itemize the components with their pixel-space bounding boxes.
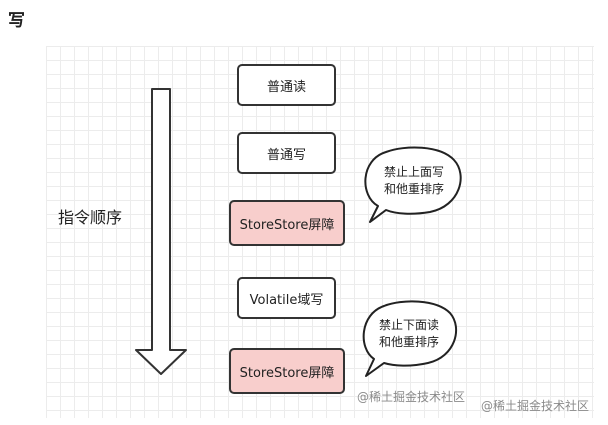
normal-read-box: 普通读 (237, 64, 336, 106)
storestore-barrier-label-1: StoreStore屏障 (239, 217, 335, 233)
instruction-order-label: 指令顺序 (58, 208, 123, 227)
speech-bubble-2 (362, 300, 458, 377)
speech-bubble-1 (364, 146, 462, 223)
bubble-2-line-2: 和他重排序 (378, 335, 439, 349)
normal-write-box: 普通写 (237, 132, 336, 174)
bubble-1-text: 禁止上面写 和他重排序 (378, 164, 450, 198)
volatile-write-label: Volatile域写 (249, 292, 324, 308)
watermark-2: @稀土掘金技术社区 (481, 399, 590, 413)
normal-read-label: 普通读 (266, 79, 306, 95)
storestore-barrier-label-2: StoreStore屏障 (239, 365, 335, 381)
bubble-1-line-2: 和他重排序 (383, 182, 444, 196)
volatile-write-box: Volatile域写 (237, 277, 336, 319)
instruction-order-arrow (135, 88, 187, 375)
normal-write-label: 普通写 (266, 147, 306, 163)
bubble-1-line-1: 禁止上面写 (383, 165, 444, 179)
bubble-2-text: 禁止下面读 和他重排序 (373, 317, 445, 351)
section-heading: 写 (8, 11, 25, 31)
storestore-barrier-box-1: StoreStore屏障 (229, 200, 345, 246)
watermark-1: @稀土掘金技术社区 (357, 390, 466, 404)
bubble-2-line-1: 禁止下面读 (378, 318, 439, 332)
storestore-barrier-box-2: StoreStore屏障 (229, 348, 345, 394)
